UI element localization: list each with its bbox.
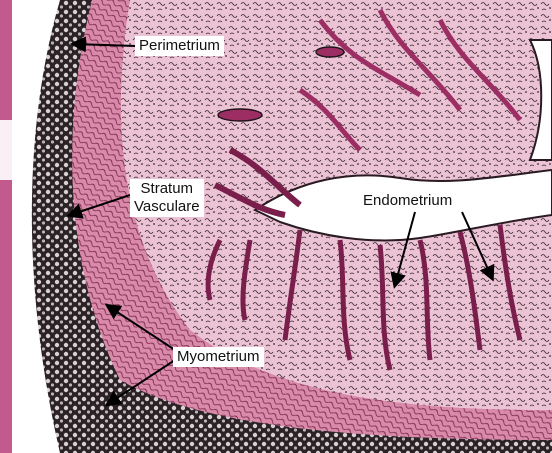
left-strip — [0, 0, 12, 453]
stratum-vasculare-line2: Vasculare — [134, 198, 200, 216]
stratum-vasculare-line1: Stratum — [134, 180, 200, 198]
perimetrium-label: Perimetrium — [135, 36, 224, 56]
myometrium-label: Myometrium — [173, 347, 264, 367]
endometrium-label: Endometrium — [359, 191, 456, 211]
stratum-vasculare-label: Stratum Vasculare — [130, 179, 204, 217]
